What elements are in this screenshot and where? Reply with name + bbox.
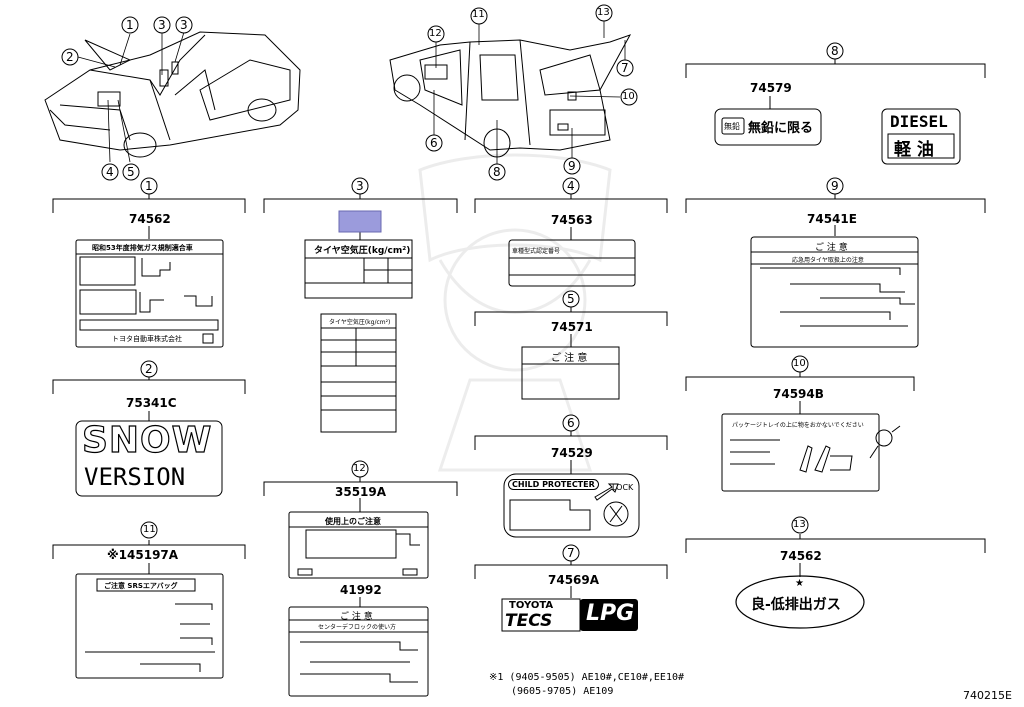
group-9-number: 9 (831, 179, 839, 193)
group-4-number: 4 (567, 179, 575, 193)
label-74562-emission (75, 239, 224, 348)
part-number-74562: 74562 (129, 212, 171, 226)
label-74562-header: 昭和53年度排気ガス規制適合車 (92, 244, 193, 252)
callout-2: 2 (66, 50, 74, 64)
highlight-box (338, 210, 382, 233)
unleaded-small-text: 無鉛 (724, 122, 740, 131)
callout-4: 4 (106, 165, 114, 179)
part-number-41992: 41992 (340, 583, 382, 597)
lpg-text: LPG (586, 601, 635, 626)
callout-7: 7 (621, 61, 629, 75)
group-1-number: 1 (145, 179, 153, 193)
label-75341c-snow (75, 420, 223, 497)
front-car-callout-lines (77, 31, 185, 163)
callout-12: 12 (429, 28, 442, 39)
low-emission-text: 良-低排出ガス (751, 597, 841, 613)
footnote-line-1: ※1 (9405-9505) AE10#,CE10#,EE10# (489, 672, 685, 683)
callout-9: 9 (568, 159, 576, 173)
group-6-number: 6 (567, 416, 575, 430)
toyota-text: TOYOTA (509, 600, 554, 611)
diagram-code: 740215E (963, 689, 1012, 702)
unleaded-main-text: 無鉛に限る (748, 121, 814, 136)
group-7-number: 7 (567, 546, 575, 560)
label-srs-title: ご注意 SRSエアバッグ (104, 582, 178, 590)
diesel-text: DIESEL (890, 112, 948, 131)
label-74541e (750, 236, 919, 348)
part-number-35519a: 35519A (335, 485, 387, 499)
part-number-74594b: 74594B (773, 387, 824, 401)
part-number-74579: 74579 (750, 81, 792, 95)
front-car-illustration (44, 31, 301, 158)
star-mark: ★ (795, 578, 804, 589)
group-callout-circles (140, 42, 844, 562)
group-11-number: 11 (143, 524, 156, 535)
group-3-number: 3 (356, 179, 364, 193)
label-74569a-tecs-lpg (501, 598, 638, 632)
label-74594b (721, 413, 901, 492)
leader-lines (148, 96, 836, 607)
group-13-number: 13 (793, 519, 806, 530)
callout-5: 5 (127, 165, 135, 179)
part-number-74569a: 74569A (548, 573, 600, 587)
part-number-74562-low-emission: 74562 (780, 549, 822, 563)
callout-3: 3 (158, 18, 166, 32)
part-number-74541e: 74541E (807, 212, 857, 226)
label-74571 (521, 346, 620, 400)
rear-car-illustration (389, 34, 632, 158)
callout-3b: 3 (180, 18, 188, 32)
label-74562-footer: トヨタ自動車株式会社 (112, 335, 182, 343)
label-35519a (288, 511, 429, 579)
lock-text: LOCK (612, 483, 634, 492)
tecs-text: TECS (505, 611, 553, 631)
version-text: VERSION (84, 463, 186, 491)
label-74541e-title: ご 注 意 (815, 243, 848, 253)
group-2-number: 2 (145, 362, 153, 376)
label-74541e-sub: 応急用タイヤ取扱上の注意 (792, 257, 864, 264)
footnote-line-2: (9605-9705) AE109 (511, 686, 614, 697)
tire-label-1-title: タイヤ空気圧(kg/cm²) (314, 246, 411, 256)
label-41992-title: ご 注 意 (340, 612, 373, 622)
part-number-75341c: 75341C (126, 396, 177, 410)
label-74562-low-emission (735, 575, 865, 629)
part-number-145197a: ※145197A (107, 548, 179, 562)
rear-car-callouts (425, 4, 638, 181)
part-number-74529: 74529 (551, 446, 593, 460)
label-tire-pressure-2 (320, 313, 397, 433)
part-number-74571: 74571 (551, 320, 593, 334)
group-12-number: 12 (353, 463, 366, 474)
label-41992 (288, 606, 429, 697)
callout-6: 6 (430, 136, 438, 150)
group-8-number: 8 (831, 44, 839, 58)
label-74579-unleaded (714, 108, 822, 146)
callout-13: 13 (597, 7, 610, 18)
callout-10: 10 (622, 91, 635, 102)
watermark-emblem (418, 153, 612, 472)
front-car-callouts (61, 16, 193, 181)
group-5-number: 5 (567, 292, 575, 306)
callout-1: 1 (126, 18, 134, 32)
callout-8: 8 (493, 165, 501, 179)
group-10-number: 10 (793, 358, 806, 369)
label-41992-sub: センターデフロックの使い方 (318, 624, 397, 631)
label-74571-text: ご 注 意 (551, 353, 588, 364)
child-protecter-text: CHILD PROTECTER (508, 479, 599, 490)
label-74563-text: 車種型式認定番号 (512, 248, 561, 255)
label-tire-pressure-1 (304, 239, 413, 299)
label-74594b-text: パッケージトレイの上に物をおかないでください (732, 422, 864, 429)
label-diesel (881, 108, 961, 165)
tire-label-2-title: タイヤ空気圧(kg/cm²) (329, 319, 391, 326)
label-74529-child-lock (503, 473, 640, 538)
label-145197a-srs (75, 573, 224, 679)
keiyu-text: 軽 油 (894, 140, 934, 160)
snow-text: SNOW (81, 419, 213, 461)
callout-11: 11 (472, 9, 485, 20)
label-35519a-title: 使用上のご注意 (325, 517, 381, 526)
rear-car-callout-lines (433, 21, 626, 164)
label-74563 (508, 239, 636, 287)
group-brackets (52, 59, 986, 579)
part-number-74563: 74563 (551, 213, 593, 227)
